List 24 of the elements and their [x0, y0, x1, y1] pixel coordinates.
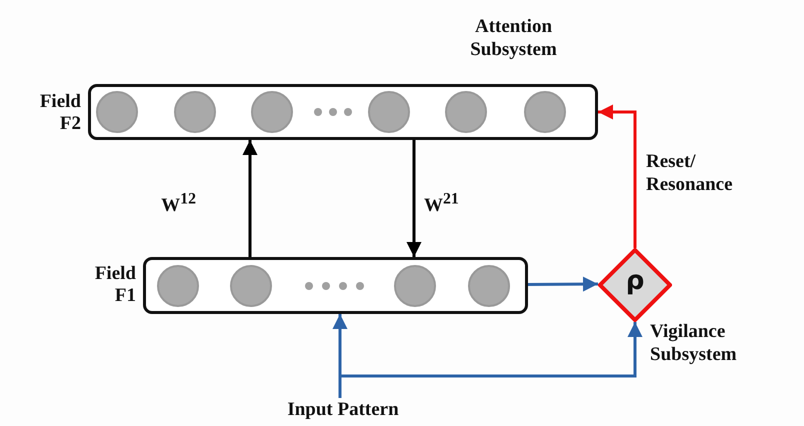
layer-label: Field F2	[38, 91, 81, 135]
arrow	[598, 104, 636, 248]
arrow	[338, 322, 642, 398]
arrow	[528, 276, 598, 292]
neuron-circle	[96, 91, 138, 133]
neuron-circle	[368, 91, 410, 133]
edge-label: W$^{12}$	[161, 190, 196, 218]
neuron-circle	[230, 264, 272, 306]
neuron-circle	[157, 264, 199, 306]
neuron-circle	[251, 91, 293, 133]
neuron-circle	[394, 264, 436, 306]
neuron-circle	[445, 91, 487, 133]
neuron-circle	[174, 91, 216, 133]
input-label: Input Pattern	[250, 398, 436, 421]
layer-label: Field F1	[94, 263, 136, 307]
edge-label: W$^{21}$	[424, 190, 460, 218]
arrow	[242, 140, 258, 257]
neuron-circle	[468, 264, 510, 306]
subsystem-label: Attention Subsystem	[469, 15, 558, 61]
arrow	[406, 140, 422, 257]
neuron-circle	[524, 91, 566, 133]
subsystem-label: Vigilance Subsystem	[650, 320, 738, 366]
rho-symbol: ρ	[624, 266, 646, 296]
edge-label: Reset/ Resonance	[646, 150, 734, 196]
